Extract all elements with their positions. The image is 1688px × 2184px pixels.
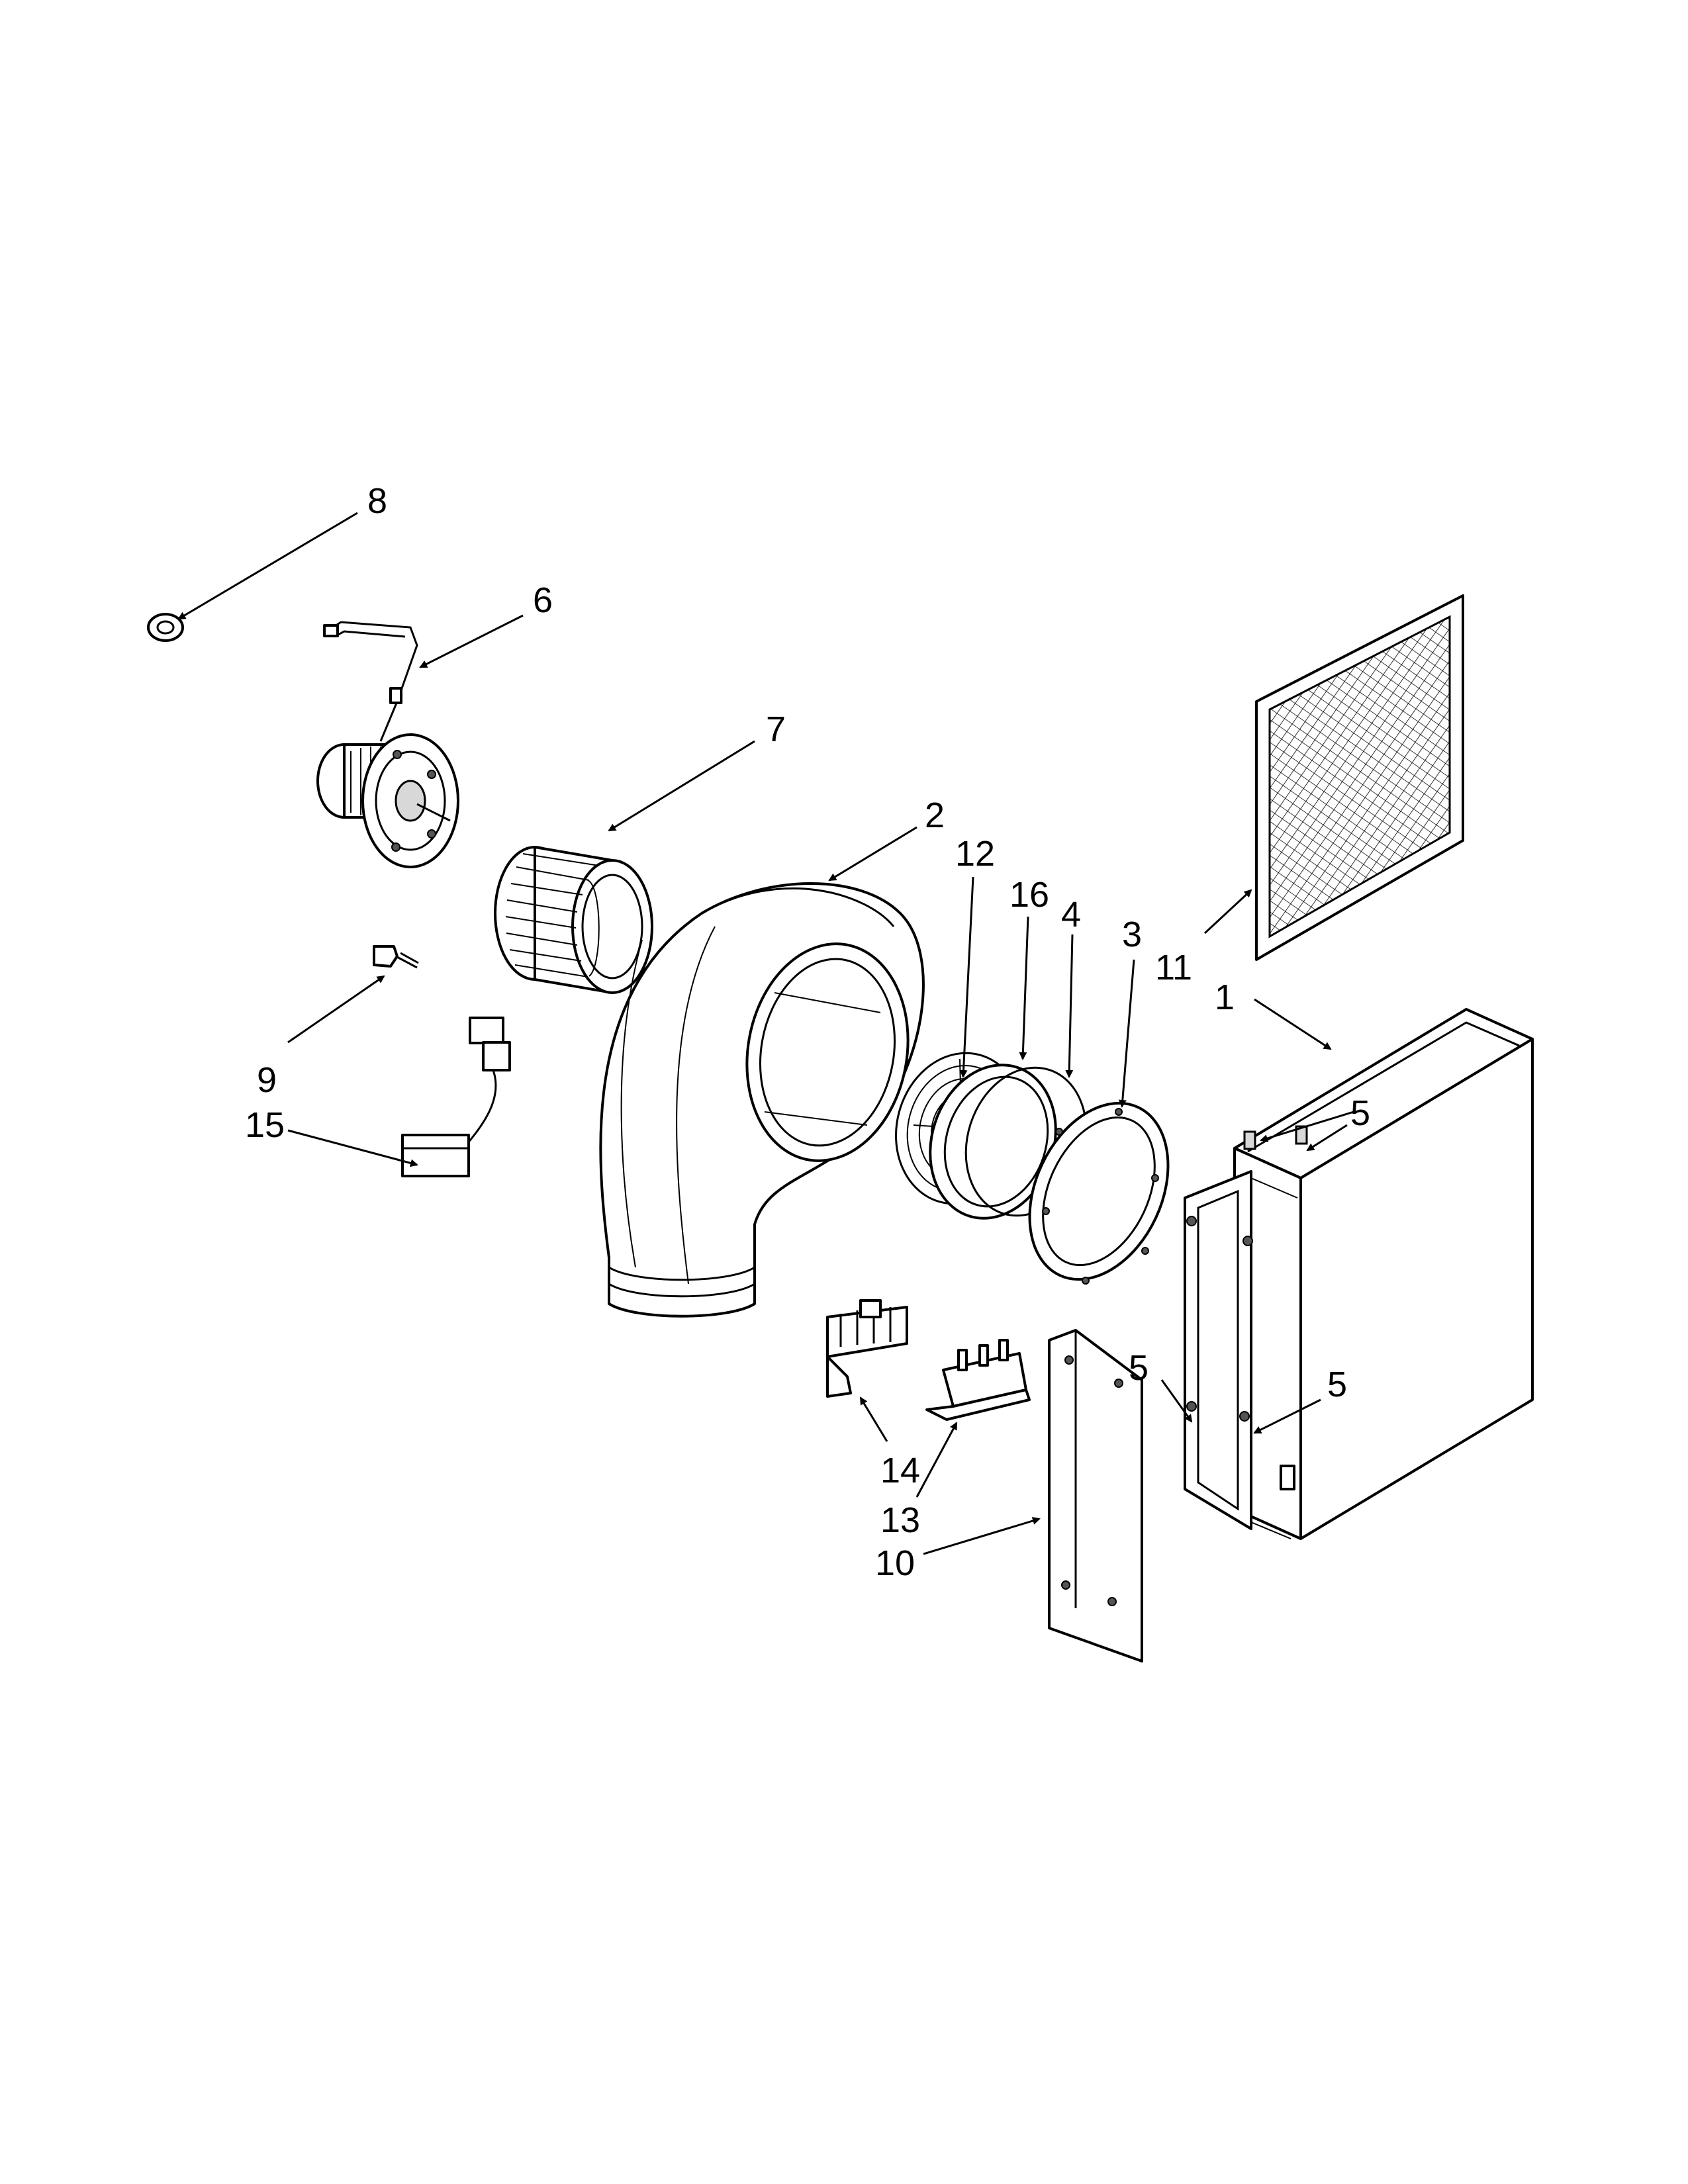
- callout-9: 9: [257, 975, 385, 1100]
- callout-label: 3: [1122, 915, 1142, 954]
- blower-wheel-icon: [494, 846, 653, 994]
- callout-label: 11: [1155, 948, 1192, 987]
- callout-4: 4: [1061, 895, 1081, 1078]
- callout-label: 14: [880, 1451, 920, 1490]
- callout-11: 11: [1155, 889, 1252, 987]
- callout-1: 1: [1215, 978, 1332, 1050]
- callout-label: 16: [1009, 875, 1049, 915]
- callout-label: 10: [875, 1543, 915, 1583]
- callout-13: 13: [880, 1422, 958, 1540]
- screw-icon: [373, 945, 419, 969]
- callout-label: 8: [367, 481, 387, 521]
- callout-label: 15: [245, 1105, 285, 1145]
- callout-2: 2: [828, 796, 945, 882]
- callout-label: 2: [925, 796, 945, 835]
- callout-5a: 5: [1260, 1093, 1370, 1152]
- callout-label: 7: [766, 709, 786, 749]
- callout-15: 15: [245, 1105, 418, 1167]
- connector-icon: [401, 1017, 511, 1177]
- callout-5c: 5: [1253, 1365, 1347, 1434]
- callout-6: 6: [419, 580, 553, 668]
- mesh-grille-icon: [1255, 594, 1464, 961]
- callout-label: 5: [1327, 1365, 1347, 1404]
- callout-label: 4: [1061, 895, 1081, 934]
- motor-icon: [316, 733, 459, 868]
- callout-label: 5: [1129, 1348, 1149, 1388]
- callout-label: 13: [880, 1500, 920, 1540]
- callout-5b: 5: [1129, 1348, 1193, 1423]
- callout-3: 3: [1118, 915, 1142, 1108]
- wire-harness-icon: [323, 621, 418, 742]
- panel-icon: [1048, 1329, 1143, 1662]
- housing-box-icon: [1184, 1008, 1534, 1540]
- callout-12: 12: [955, 834, 995, 1078]
- callout-16: 16: [1009, 875, 1049, 1060]
- callout-8: 8: [177, 481, 387, 620]
- callout-label: 9: [257, 1060, 277, 1100]
- callout-10: 10: [875, 1517, 1041, 1583]
- ring-icon: [929, 1064, 1057, 1220]
- callout-7: 7: [608, 709, 786, 832]
- callout-label: 1: [1215, 978, 1235, 1017]
- terminal-block-icon: [826, 1299, 908, 1398]
- callout-label: 12: [955, 834, 995, 874]
- callout-14: 14: [859, 1396, 920, 1490]
- callout-label: 6: [533, 580, 553, 620]
- nut-icon: [147, 613, 184, 642]
- flange-icon: [1028, 1101, 1170, 1285]
- relay-icon: [925, 1339, 1031, 1421]
- callout-label: 5: [1350, 1093, 1370, 1133]
- blower-housing-icon: [599, 882, 925, 1318]
